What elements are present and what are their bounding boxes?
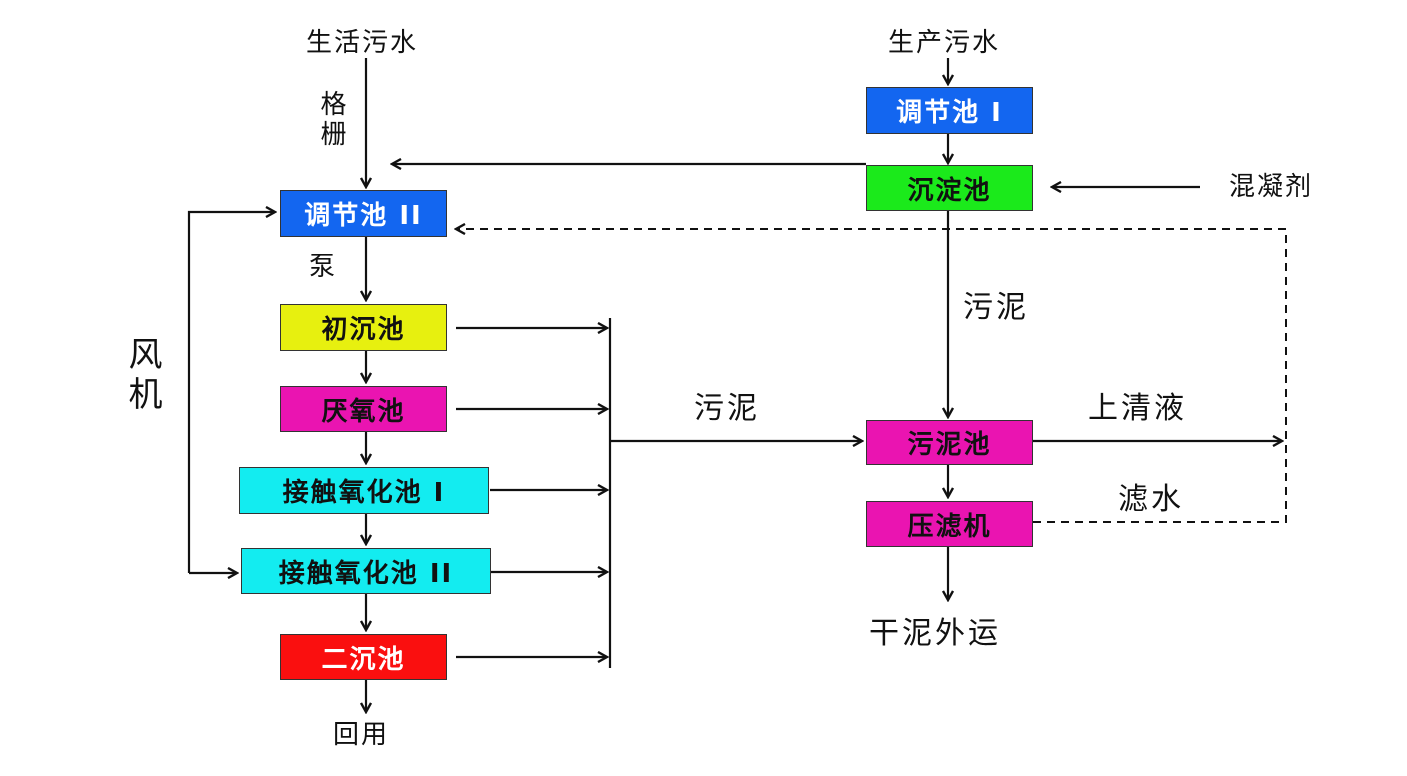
reuse-label: 回用: [333, 720, 390, 750]
equalization-tank-1: 调节池 I: [866, 87, 1033, 134]
coagulant-label: 混凝剂: [1229, 172, 1314, 202]
supernatant-label: 上清液: [1088, 391, 1187, 426]
domestic-sewage-label: 生活污水: [306, 28, 419, 58]
sedimentation-tank: 沉淀池: [866, 165, 1033, 211]
production-sewage-label: 生产污水: [888, 28, 1001, 58]
blower-line-to-tank-2: [187, 212, 275, 573]
dry-sludge-export-label: 干泥外运: [869, 616, 1001, 651]
filtrate-label: 滤水: [1118, 482, 1184, 517]
grille-label: 格栅: [316, 90, 346, 150]
equalization-tank-2: 调节池 II: [280, 190, 447, 237]
sludge-tank: 污泥池: [866, 420, 1033, 465]
sludge-label-middle: 污泥: [694, 391, 760, 426]
blower-label: 风机: [122, 336, 162, 416]
pump-label: 泵: [309, 252, 338, 282]
filter-press: 压滤机: [866, 501, 1033, 547]
contact-oxidation-tank-2: 接触氧化池 II: [241, 548, 491, 594]
filtrate-return-line: [456, 229, 1287, 523]
secondary-clarifier: 二沉池: [280, 634, 447, 680]
primary-clarifier: 初沉池: [280, 304, 447, 351]
contact-oxidation-tank-1: 接触氧化池 I: [239, 467, 489, 514]
anaerobic-tank: 厌氧池: [280, 386, 447, 432]
sludge-label-right: 污泥: [963, 290, 1029, 325]
